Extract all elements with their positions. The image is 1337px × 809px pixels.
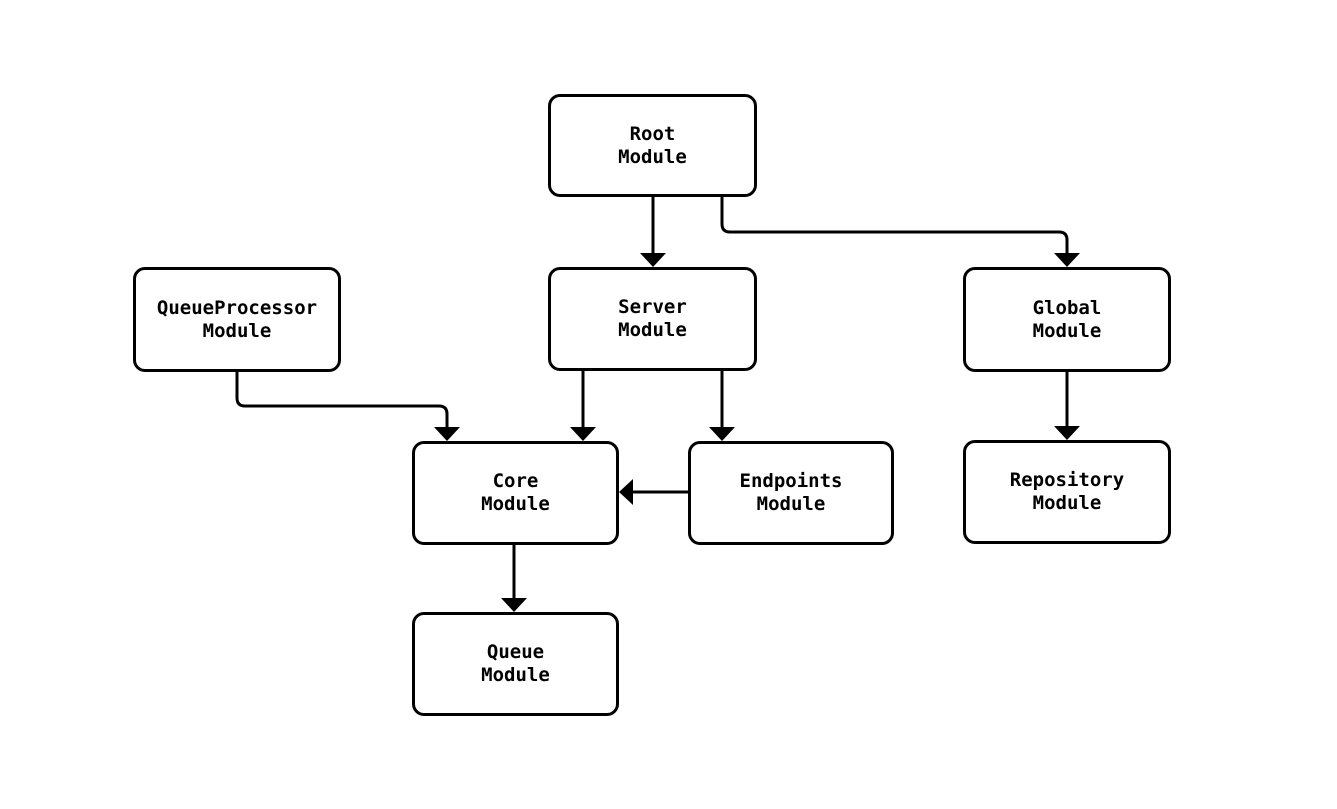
node-label-line: Root (629, 122, 676, 145)
arrowhead-root-to-global-icon (1054, 253, 1080, 267)
node-label-line: Repository (1009, 469, 1125, 491)
arrowhead-global-to-repository-icon (1054, 426, 1080, 440)
node-label-line: Endpoints (739, 470, 843, 492)
node-label-line: Core (492, 470, 539, 492)
node-label-line: Module (202, 319, 272, 342)
arrowhead-queueprocessor-to-core-icon (434, 427, 460, 441)
node-label-line: Module (618, 145, 687, 168)
arrowhead-server-to-core-icon (570, 427, 596, 441)
arrowhead-endpoints-to-core-icon (619, 479, 633, 505)
node-label-line: Module (1032, 319, 1102, 342)
arrowhead-core-to-queue-icon (501, 598, 527, 612)
node-label-line: Queue (486, 641, 545, 663)
node-label-line: Server (618, 296, 687, 318)
node-label-line: Module (1032, 492, 1102, 514)
arrowhead-server-to-endpoints-icon (709, 427, 735, 441)
node-label-line: Module (481, 664, 550, 686)
node-label-line: Module (756, 493, 826, 515)
node-label-line: Module (618, 319, 687, 341)
edge-queueprocessor-to-core (235, 370, 449, 429)
node-label-line: Module (481, 493, 550, 515)
edge-root-to-global (720, 195, 1069, 255)
node-label-line: Global (1032, 296, 1102, 319)
node-label-line: QueueProcessor (156, 296, 318, 319)
arrowhead-root-to-server-icon (640, 253, 666, 267)
